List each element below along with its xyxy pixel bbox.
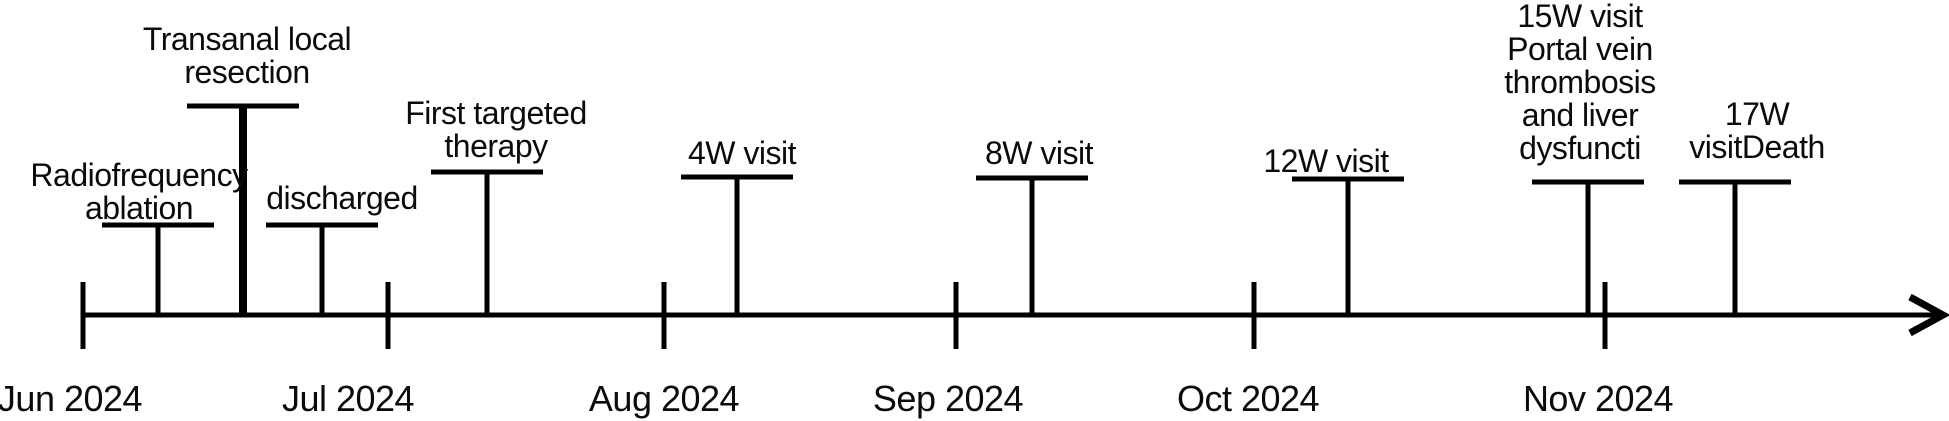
- month-label-sep: Sep 2024: [872, 378, 1024, 419]
- event-label-line: dysfuncti: [1519, 130, 1641, 166]
- event-label-line: 15W visit: [1517, 0, 1643, 34]
- event-label-line: First targeted: [405, 95, 587, 131]
- event-label-first-targeted-therapy: First targeted therapy: [346, 97, 646, 163]
- event-label-line: 12W visit: [1263, 143, 1389, 179]
- event-label-8w-visit: 8W visit: [889, 137, 1189, 170]
- event-label-discharged: discharged: [192, 182, 492, 215]
- event-label-line: resection: [184, 54, 310, 90]
- event-label-line: therapy: [444, 128, 548, 164]
- month-label-jul: Jul 2024: [281, 378, 415, 419]
- month-label-jun: Jun 2024: [0, 378, 143, 419]
- event-label-line: thrombosis: [1504, 64, 1656, 100]
- axis-arrowhead: [1908, 293, 1949, 337]
- event-label-line: 17W: [1724, 96, 1790, 132]
- event-label-15w-visit: 15W visit Portal vein thrombosis and liv…: [1430, 0, 1730, 165]
- event-label-12w-visit: 12W visit: [1176, 145, 1476, 178]
- event-label-line: Portal vein: [1507, 31, 1653, 67]
- event-label-line: visitDeath: [1689, 129, 1825, 165]
- event-label-transanal-local-resection: Transanal local resection: [97, 23, 397, 89]
- event-label-radiofrequency-ablation: Radiofrequency ablation: [0, 159, 289, 225]
- month-label-oct: Oct 2024: [1176, 378, 1320, 419]
- event-label-line: ablation: [84, 190, 194, 226]
- event-label-line: and liver: [1521, 97, 1639, 133]
- month-label-nov: Nov 2024: [1522, 378, 1674, 419]
- month-label-aug: Aug 2024: [588, 378, 740, 419]
- event-label-17w-visit-death: 17W visitDeath: [1607, 98, 1907, 164]
- event-label-line: discharged: [266, 180, 418, 216]
- event-label-line: 8W visit: [985, 135, 1094, 171]
- event-label-4w-visit: 4W visit: [592, 137, 892, 170]
- event-label-line: 4W visit: [688, 135, 797, 171]
- event-label-line: Radiofrequency: [30, 157, 248, 193]
- event-label-line: Transanal local: [142, 21, 352, 57]
